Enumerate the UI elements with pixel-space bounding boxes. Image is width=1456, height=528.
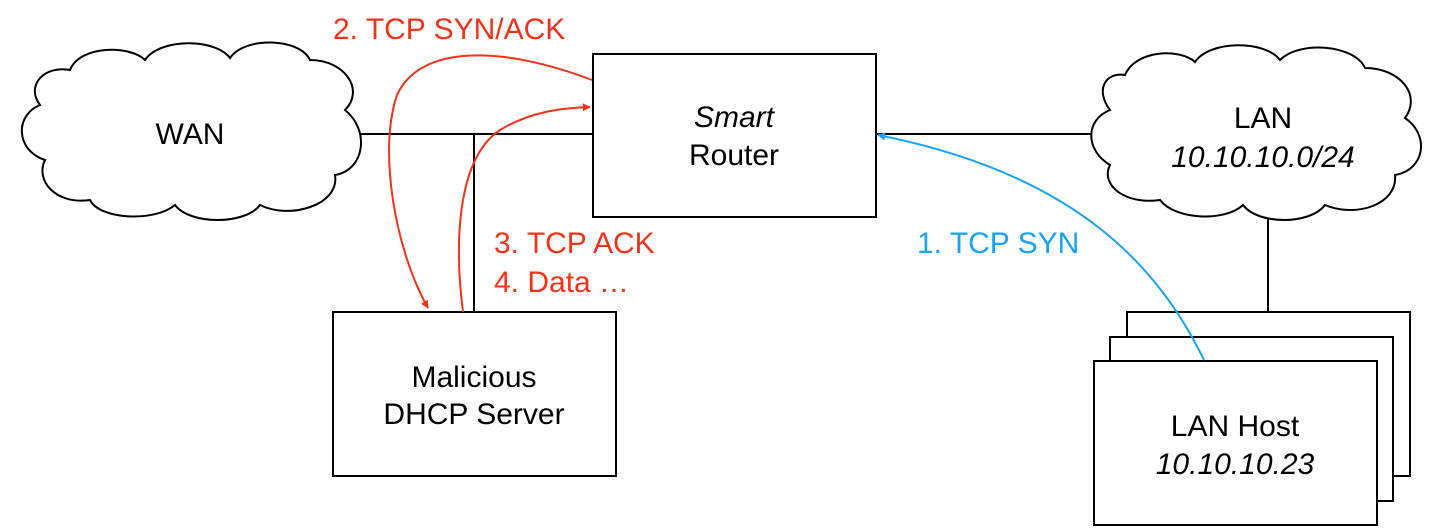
step1-label: 1. TCP SYN xyxy=(917,227,1079,260)
syn-ack-arrow xyxy=(388,54,593,309)
lan-label: LAN xyxy=(1234,102,1292,135)
wan-cloud: WAN xyxy=(20,41,362,221)
dhcp-label-line1: Malicious xyxy=(411,361,536,394)
step2-label: 2. TCP SYN/ACK xyxy=(333,13,565,46)
lan-host-label: LAN Host xyxy=(1171,410,1300,443)
router-label-smart: Smart xyxy=(694,101,776,134)
lan-cloud: LAN 10.10.10.0/24 xyxy=(1090,44,1422,221)
step4-label: 4. Data … xyxy=(494,266,629,299)
lan-subnet: 10.10.10.0/24 xyxy=(1171,141,1355,174)
dhcp-label-line2: DHCP Server xyxy=(383,398,564,431)
wan-label: WAN xyxy=(156,118,225,151)
ack-data-arrow xyxy=(458,103,591,313)
router-label-router: Router xyxy=(689,139,779,172)
smart-router[interactable]: Smart Router xyxy=(592,53,877,218)
step3-label: 3. TCP ACK xyxy=(494,227,655,260)
syn-arrow xyxy=(877,132,1205,361)
lan-host-stack[interactable]: LAN Host 10.10.10.23 xyxy=(1093,311,1411,526)
malicious-dhcp-server[interactable]: Malicious DHCP Server xyxy=(332,311,617,477)
lan-host-ip: 10.10.10.23 xyxy=(1156,448,1315,481)
